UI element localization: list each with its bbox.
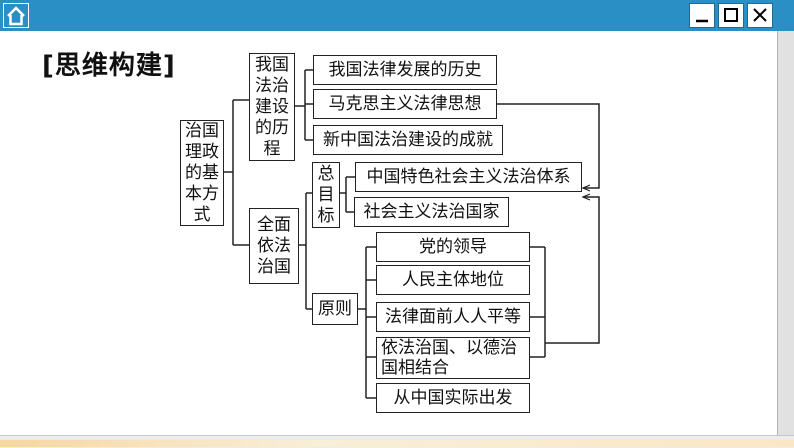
- minimize-icon: [696, 19, 708, 23]
- minimize-button[interactable]: [689, 3, 715, 28]
- rule-of-law-state-item: 社会主义法治国家: [354, 197, 509, 227]
- principle-label: 原则: [318, 298, 352, 319]
- home-button[interactable]: [3, 3, 29, 28]
- title-bar: [0, 0, 794, 31]
- diagram-heading: [思维构建]: [42, 51, 176, 81]
- branch1-label: 我国法治建设的历程: [255, 54, 289, 159]
- maximize-icon: [724, 8, 738, 22]
- people-principal-item: 人民主体地位: [376, 265, 530, 295]
- china-reality-item: 从中国实际出发: [376, 383, 530, 413]
- home-icon: [7, 6, 25, 26]
- window-frame-right: [777, 31, 794, 435]
- accent-bar: [0, 440, 794, 447]
- arrow-from-b1: [497, 103, 600, 188]
- law-and-virtue-item: 依法治国、以德治国相结合: [376, 337, 530, 379]
- branch1-node: 我国法治建设的历程: [249, 53, 295, 161]
- root-node: 治国理政的基本方式: [180, 120, 224, 226]
- branch2-label: 全面依法治国: [257, 214, 291, 277]
- history-item: 我国法律发展的历史: [313, 55, 497, 85]
- branch2-node: 全面依法治国: [249, 208, 299, 284]
- goal-label: 总目标: [317, 163, 335, 226]
- maximize-button[interactable]: [718, 3, 744, 28]
- equality-item: 法律面前人人平等: [376, 302, 530, 332]
- principle-node: 原则: [312, 293, 358, 325]
- achievement-item: 新中国法治建设的成就: [313, 125, 503, 155]
- party-leadership-item: 党的领导: [376, 232, 530, 262]
- root-label: 治国理政的基本方式: [185, 120, 219, 225]
- goal-node: 总目标: [312, 162, 340, 228]
- arrow-from-principle: [530, 197, 600, 358]
- marxism-item: 马克思主义法律思想: [313, 89, 497, 119]
- legal-system-item: 中国特色社会主义法治体系: [355, 162, 582, 192]
- close-button[interactable]: [747, 3, 773, 28]
- close-icon: [753, 8, 767, 22]
